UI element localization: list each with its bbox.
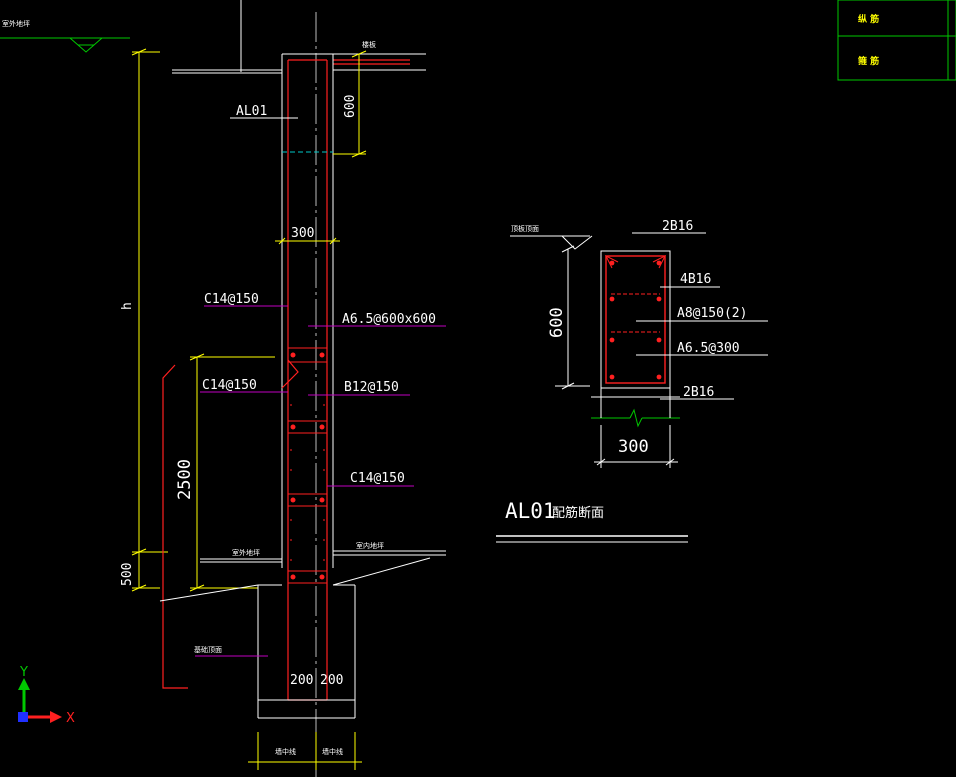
legend-table: 纵 筋 箍 筋 <box>837 0 956 81</box>
section-title-suffix: 配筋断面 <box>552 505 604 521</box>
outdoor-floor-label: 室外地坪 <box>232 548 260 557</box>
axis-x-label: X <box>66 711 75 726</box>
wall-centerline-left: 墙中线 <box>275 747 296 756</box>
label-c14-middle: C14@150 <box>202 378 257 393</box>
label-2b16-bottom: 2B16 <box>683 385 714 400</box>
al01-cross-section: 顶板顶面 600 2B16 4B16 A8@150(2 <box>496 219 768 543</box>
ground-label: 室外地坪 <box>2 19 30 28</box>
foundation-top-label: 基础顶面 <box>194 645 222 654</box>
dim-300-wall: 300 <box>291 226 314 241</box>
label-4b16: 4B16 <box>680 272 711 287</box>
indoor-floor-label: 室内地坪 <box>356 541 384 550</box>
dim-200-left: 200 <box>290 673 313 688</box>
label-c14-upper: C14@150 <box>204 292 259 307</box>
top-level-label: 顶板顶面 <box>511 224 539 233</box>
dim-200-right: 200 <box>320 673 343 688</box>
axis-y-label: Y <box>19 665 28 680</box>
dim-600-vertical: 600 <box>343 95 358 118</box>
dim-h: h <box>120 302 135 310</box>
slab-label: 楼板 <box>362 40 376 49</box>
legend-stirrup: 箍 筋 <box>857 55 879 67</box>
label-b12: B12@150 <box>344 380 399 395</box>
al01-label: AL01 <box>236 104 267 119</box>
legend-longitudinal: 纵 筋 <box>858 13 879 25</box>
dim-500: 500 <box>120 563 135 586</box>
ucs-axis-icon: Y X <box>18 665 75 726</box>
section-title: AL01 <box>505 499 556 523</box>
label-a65-300: A6.5@300 <box>677 341 740 356</box>
label-a8-150: A8@150(2) <box>677 306 747 321</box>
label-a65-600x600: A6.5@600x600 <box>342 312 436 327</box>
dim-600-detail: 600 <box>547 307 567 338</box>
label-2b16-top: 2B16 <box>662 219 693 234</box>
wall-section: 室外地坪 楼板 AL01 600 <box>0 0 446 777</box>
dim-300-detail: 300 <box>618 437 649 457</box>
wall-centerline-right: 墙中线 <box>322 747 343 756</box>
label-c14-lower: C14@150 <box>350 471 405 486</box>
dim-2500: 2500 <box>175 459 195 500</box>
